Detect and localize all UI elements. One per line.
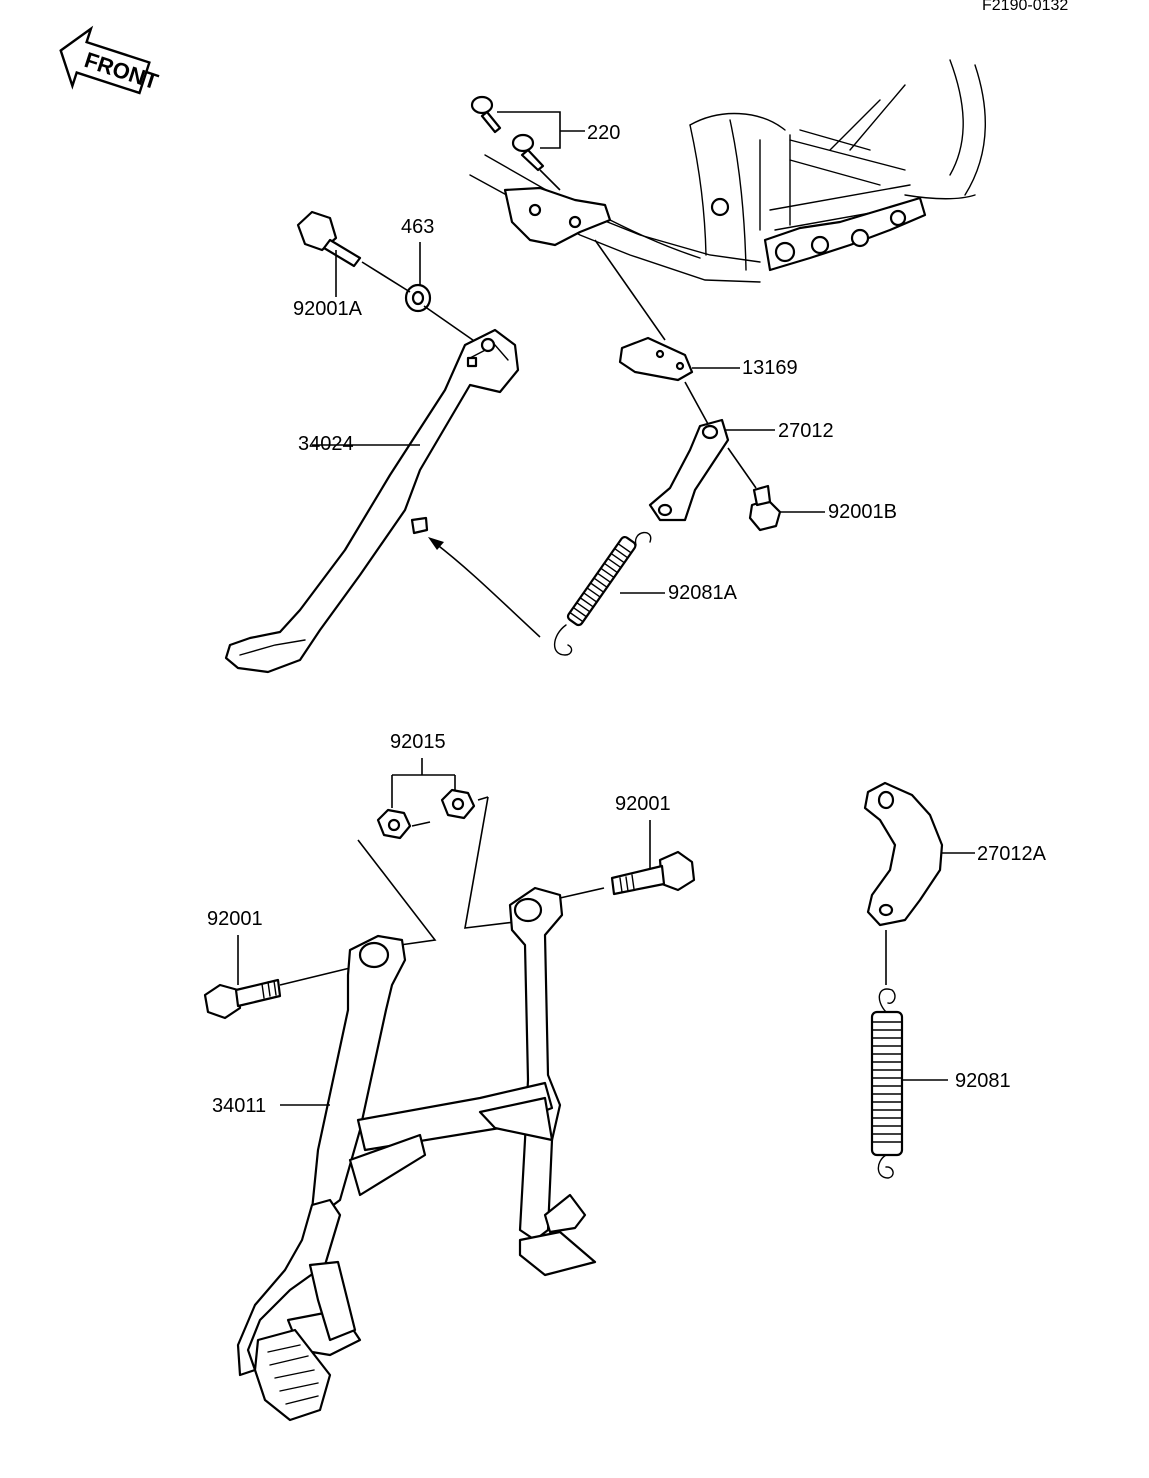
label-27012: 27012 — [778, 420, 834, 442]
bolt-92001-left-icon — [203, 978, 282, 1020]
label-92001-right: 92001 — [615, 793, 671, 815]
bolt-220-a-icon — [470, 95, 502, 134]
bolt-92001A-icon — [296, 210, 362, 268]
bracket-27012-icon — [648, 418, 730, 522]
center-stand-34011-illustration — [236, 886, 597, 1422]
arrow-head-icon — [428, 537, 444, 550]
bolt-220-b-icon — [511, 133, 545, 172]
frame-section-illustration — [469, 59, 986, 283]
label-220: 220 — [587, 122, 620, 144]
nut-92015-a-icon — [376, 808, 412, 840]
bolt-92001B-icon — [748, 484, 782, 532]
reference-code: F2190-0132 — [982, 0, 1068, 14]
label-13169: 13169 — [742, 357, 798, 379]
label-92001-left: 92001 — [207, 908, 263, 930]
label-92001A: 92001A — [293, 298, 363, 320]
lock-washer-463-icon — [404, 283, 432, 313]
side-stand-34024-illustration — [224, 328, 520, 674]
label-34024: 34024 — [298, 433, 354, 455]
label-34011: 34011 — [212, 1095, 266, 1117]
spring-92081-icon — [870, 988, 904, 1179]
label-92081A: 92081A — [668, 582, 738, 604]
label-92001B: 92001B — [828, 501, 897, 523]
plate-13169-icon — [618, 336, 694, 382]
plate-27012A-icon — [863, 781, 944, 927]
spring-92081A-icon — [553, 531, 652, 656]
nut-92015-b-icon — [440, 788, 476, 820]
bolt-92001-right-icon — [610, 850, 696, 896]
label-27012A: 27012A — [977, 843, 1047, 865]
front-arrow-icon: FRONT — [59, 25, 162, 95]
label-92081: 92081 — [955, 1070, 1011, 1092]
label-92015: 92015 — [390, 731, 446, 753]
label-463: 463 — [401, 216, 434, 238]
